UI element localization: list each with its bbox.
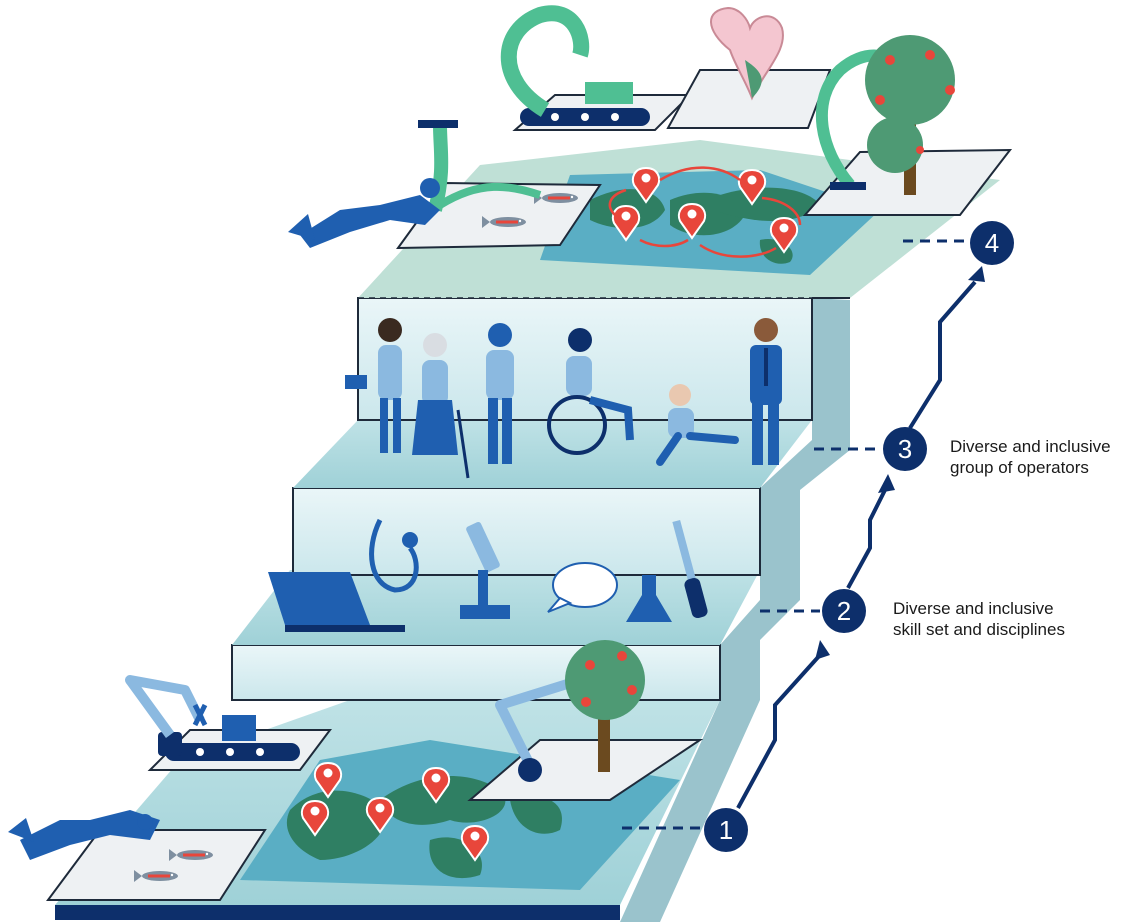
step-3-caption: Diverse and inclusive group of operators xyxy=(950,436,1111,478)
operators-group xyxy=(345,318,782,479)
elderly-person-icon xyxy=(412,333,470,479)
step-2-caption: Diverse and inclusive skill set and disc… xyxy=(893,598,1065,640)
step-3-caption-line2: group of operators xyxy=(950,458,1089,477)
heart-organ-icon xyxy=(710,6,784,101)
step-badge-2: 2 xyxy=(822,589,866,633)
svg-text:2: 2 xyxy=(837,596,851,626)
person-hijab-icon xyxy=(486,323,514,464)
step-badge-3: 3 xyxy=(883,427,927,471)
microscope-icon xyxy=(460,521,510,619)
step-1-riser xyxy=(231,644,721,701)
speech-bubble-icon xyxy=(547,562,618,613)
person-icon xyxy=(345,318,402,453)
step-2-caption-line1: Diverse and inclusive xyxy=(893,599,1054,618)
flask-icon xyxy=(626,575,672,622)
top-tree-tile xyxy=(802,35,1013,216)
step-1-fish-tile xyxy=(46,829,267,901)
svg-text:1: 1 xyxy=(719,815,733,845)
screwdriver-icon xyxy=(672,519,708,619)
step-4-map xyxy=(540,166,880,275)
conveyor-robot-icon xyxy=(125,675,332,771)
wheelchair-user-icon xyxy=(547,328,634,455)
top-conveyor-tile xyxy=(500,5,693,131)
tree-icon xyxy=(865,35,955,195)
svg-text:4: 4 xyxy=(985,228,999,258)
skills-icons xyxy=(268,518,708,632)
diver-icon xyxy=(8,810,160,860)
stethoscope-icon xyxy=(369,518,419,593)
child-playing-icon xyxy=(656,384,739,466)
step-badge-1: 1 xyxy=(704,808,748,852)
diver-icon xyxy=(288,178,440,248)
step-3-tread xyxy=(293,420,812,488)
tree-icon xyxy=(565,640,645,772)
heart-tile xyxy=(666,6,832,129)
tree-robot-tile xyxy=(467,640,704,801)
step-badge-4: 4 xyxy=(970,221,1014,265)
step-2-caption-line2: skill set and disciplines xyxy=(893,620,1065,639)
laptop-icon xyxy=(268,572,405,632)
businessman-icon xyxy=(750,318,782,465)
connection-arrows xyxy=(608,166,802,258)
progress-path xyxy=(622,239,985,830)
step-3-caption-line1: Diverse and inclusive xyxy=(950,437,1111,456)
svg-text:3: 3 xyxy=(898,434,912,464)
